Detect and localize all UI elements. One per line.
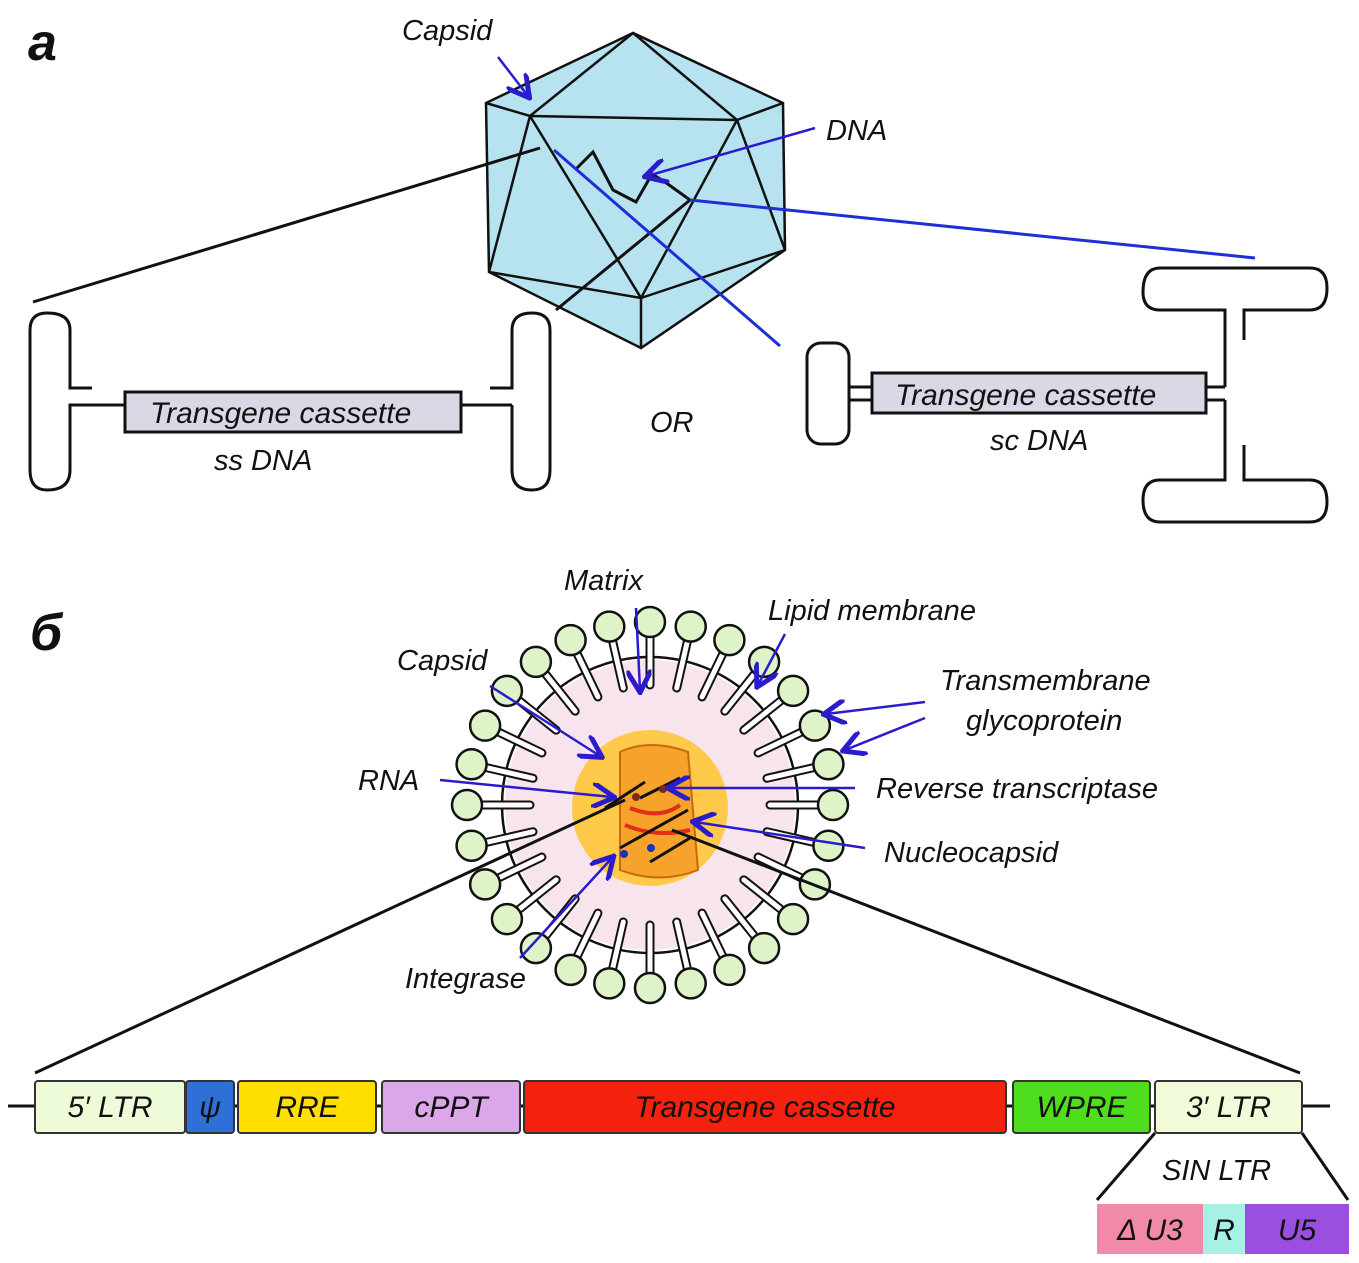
integrase-label: Integrase	[405, 963, 526, 995]
glycoprotein-stem-fill	[541, 669, 578, 714]
construct-segment-wpre	[1012, 1080, 1151, 1134]
nucleocapsid-label: Nucleocapsid	[884, 837, 1059, 869]
glycoprotein-head	[812, 748, 845, 781]
glycoprotein-stem-fill	[699, 649, 727, 700]
glycoprotein-head	[593, 610, 626, 643]
glycoprotein-stem-fill	[764, 764, 819, 781]
panel-b: б Matrix Lipid membrane Capsid Transmemb…	[8, 565, 1350, 1254]
sc-dna-construct	[805, 266, 1329, 524]
panel-b-label: б	[30, 604, 64, 662]
sc-dna-label: sc DNA	[990, 425, 1088, 457]
glycoprotein-stem-fill	[494, 728, 545, 756]
glycoprotein-stem-fill	[573, 649, 601, 700]
sin-part-label-u5: U5	[1278, 1214, 1317, 1247]
construct-segment-transgene	[523, 1080, 1007, 1134]
glycoprotein-head	[468, 709, 502, 742]
construct-label-rre: RRE	[275, 1091, 339, 1124]
dna-label: DNA	[826, 115, 887, 147]
glycoprotein-head	[674, 967, 707, 1000]
glycoprotein-stem-fill	[514, 877, 559, 914]
glycoprotein-head	[554, 623, 587, 657]
rna-label: RNA	[358, 765, 419, 797]
glycoprotein-head	[816, 788, 850, 822]
glycoprotein-stem-fill	[573, 910, 601, 961]
ss-transgene-cassette-label: Transgene cassette	[150, 397, 411, 430]
glycoprotein-head	[713, 953, 746, 987]
transmembrane-label-2: glycoprotein	[966, 705, 1122, 737]
glycoprotein-stem-fill	[674, 636, 691, 691]
capsid-label: Capsid	[402, 15, 493, 47]
construct-label-ltr3: 3′ LTR	[1186, 1091, 1271, 1124]
glycoprotein-head	[674, 610, 707, 643]
glycoprotein-head	[455, 829, 488, 862]
glycoprotein-head	[450, 788, 484, 822]
glycoprotein-head	[519, 645, 553, 679]
or-label: OR	[650, 407, 694, 439]
ss-dna-label: ss DNA	[214, 445, 312, 477]
glycoprotein-head	[593, 967, 626, 1000]
lipid-membrane-label: Lipid membrane	[768, 595, 976, 627]
glycoprotein-head	[490, 902, 524, 936]
sin-ltr-parts: Δ U3 R U5	[1097, 1204, 1349, 1254]
panel-a-label: а	[28, 14, 57, 72]
glycoprotein-stem-fill	[609, 636, 626, 691]
glycoprotein-stem-fill	[674, 919, 691, 974]
matrix-label: Matrix	[564, 565, 644, 597]
glycoprotein-head	[519, 931, 553, 965]
sin-part-label-r: R	[1213, 1214, 1235, 1247]
glycoprotein-head	[455, 748, 488, 781]
glycoprotein-stem-fill	[741, 877, 786, 914]
construct-segment-ltr3	[1154, 1080, 1303, 1134]
panel-a: а Capsid DNA	[28, 14, 1329, 524]
capsid-label-b: Capsid	[397, 645, 488, 677]
sin-part-r	[1203, 1204, 1245, 1254]
glycoprotein-head	[633, 971, 667, 1005]
glycoprotein-stem-fill	[755, 728, 806, 756]
glycoprotein-stem-fill	[755, 854, 806, 882]
sin-part-u5	[1245, 1204, 1349, 1254]
construct-label-psi: ψ	[199, 1091, 221, 1124]
aav-capsid	[484, 31, 787, 350]
construct-label-ltr5: 5′ LTR	[67, 1091, 152, 1124]
glycoprotein-head	[713, 623, 746, 657]
ss-dna-construct	[28, 311, 552, 492]
glycoprotein-head	[633, 605, 667, 639]
sc-transgene-cassette-label: Transgene cassette	[895, 379, 1156, 412]
construct-segment-psi	[185, 1080, 235, 1134]
glycoprotein-head	[747, 931, 781, 965]
rna-strands	[624, 803, 691, 835]
construct-segment-rre	[237, 1080, 377, 1134]
glycoprotein-head	[812, 829, 845, 862]
construct-label-cppt: cPPT	[414, 1091, 490, 1124]
glycoprotein-stem-fill	[481, 829, 536, 846]
glycoprotein-head	[490, 674, 524, 708]
glycoprotein-stem-fill	[481, 764, 536, 781]
lentiviral-construct: 5′ LTR ψ RRE cPPT Transgene cassette WPRE 3′ L…	[34, 1080, 1303, 1134]
sin-part-du3	[1097, 1204, 1203, 1254]
transmembrane-label-1: Transmembrane	[940, 665, 1151, 697]
reverse-transcriptase-label: Reverse transcriptase	[876, 773, 1158, 805]
construct-label-wpre: WPRE	[1037, 1091, 1128, 1124]
sin-part-label-du3: Δ U3	[1116, 1214, 1183, 1247]
glycoprotein-stem-fill	[722, 669, 759, 714]
glycoprotein-head	[798, 709, 832, 742]
construct-segment-cppt	[381, 1080, 521, 1134]
glycoprotein-head	[776, 902, 810, 936]
glycoprotein-stem-fill	[741, 696, 786, 733]
construct-label-transgene: Transgene cassette	[634, 1091, 895, 1124]
glycoprotein-head	[468, 868, 502, 901]
glycoprotein-stem-fill	[699, 910, 727, 961]
glycoprotein-stem-fill	[494, 854, 545, 882]
sin-ltr-label: SIN LTR	[1162, 1155, 1271, 1187]
glycoprotein-head	[554, 953, 587, 987]
glycoprotein-stem-fill	[609, 919, 626, 974]
glycoprotein-stem-fill	[722, 896, 759, 941]
glycoprotein-head	[776, 674, 810, 708]
